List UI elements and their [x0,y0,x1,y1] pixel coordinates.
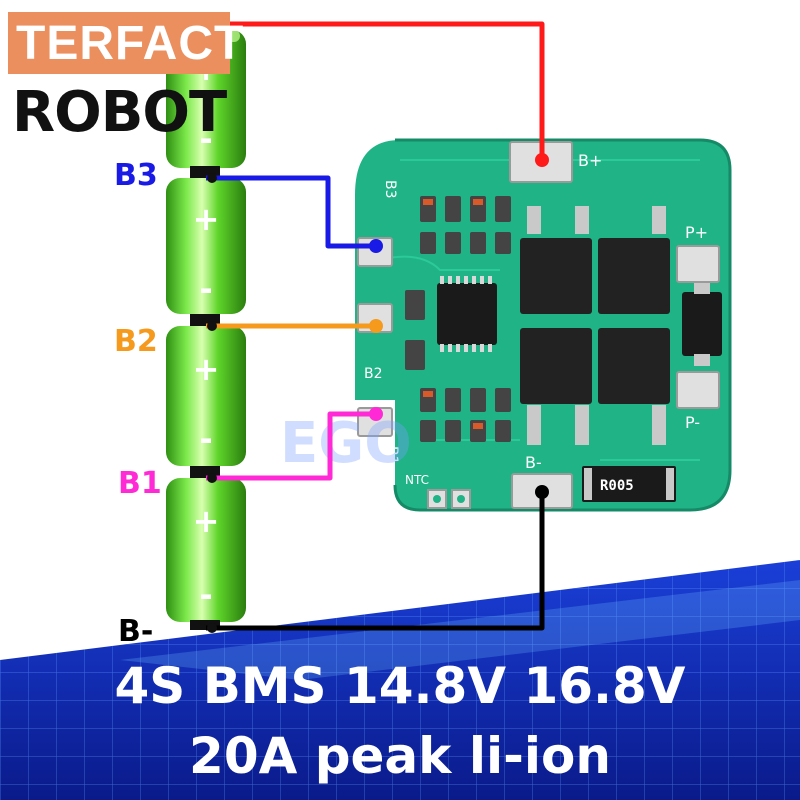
cell-2-plus: + [193,350,220,388]
cell-1-minus: - [199,576,212,614]
cell-3-plus: + [193,200,220,238]
silk-ntc: NTC [405,473,429,487]
brand-name-bottom: ROBOT [12,80,227,145]
wire-bminus [206,492,545,631]
watermark: EGO [280,411,412,476]
wire-dots [207,153,549,633]
wire-bplus [222,21,545,162]
wire-b3 [206,175,376,249]
brand-name-top: TERFACT [16,17,245,70]
cell-1: + - [166,478,246,622]
diode [682,292,722,356]
cell-2-minus: - [199,420,212,458]
silk-bplus: B+ [578,151,602,170]
silk-b2: B2 [364,366,383,382]
silk-pminus: P- [685,413,700,432]
label-bminus: B- [118,614,154,649]
resistor-label: R005 [600,478,634,494]
ic-chip [437,276,497,352]
shunt-resistor [582,466,676,502]
wires [206,21,545,631]
ntc-pads [427,489,471,509]
mosfets [520,206,670,445]
wire-b1 [206,411,376,481]
silk-bminus: B- [525,453,542,472]
cell-2: + - [166,326,246,466]
caption-line-1: 4S BMS 14.8V 16.8V [114,657,686,715]
label-b1: B1 [118,466,162,501]
cell-3-minus: - [199,270,212,308]
pad-pplus [676,245,720,283]
tech-background [0,560,800,800]
bms-board: B+ P+ P- B- NTC R005 B3 B2 B1 EGO [280,138,732,512]
silk-b1: B1 [384,446,400,465]
silk-pplus: P+ [685,223,708,242]
caption-line-2: 20A peak li-ion [189,727,611,785]
cell-4-minus: - [199,120,212,158]
cell-1-plus: + [193,502,220,540]
brand-box [8,12,230,74]
silk-b3: B3 [382,180,398,199]
pad-pminus [676,371,720,409]
label-b2: B2 [114,324,158,359]
cell-3: + - [166,178,246,314]
label-b3: B3 [114,158,158,193]
